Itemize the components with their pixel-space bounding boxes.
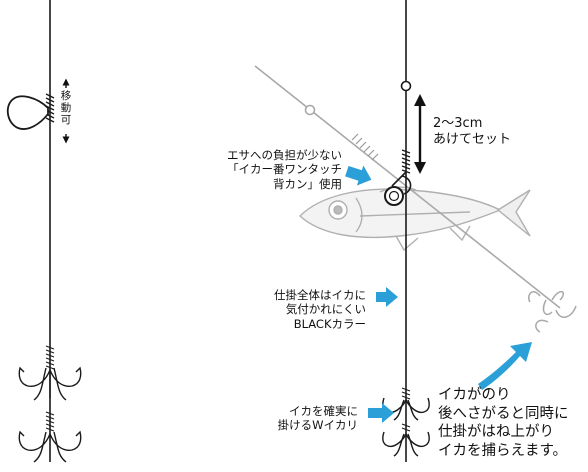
bait-line: エサへの負担が少ない bbox=[227, 148, 342, 162]
arrow-bait bbox=[345, 165, 372, 186]
snap-swivel-icon bbox=[6, 95, 49, 130]
pointer-arrows bbox=[345, 165, 532, 423]
arrow-hook bbox=[368, 403, 394, 423]
movable-label: 移 動 可 bbox=[60, 90, 72, 126]
right-rig bbox=[254, 0, 577, 462]
raised-line bbox=[254, 65, 561, 309]
hook-line: イカを確実に bbox=[289, 404, 358, 418]
treble-hook-icon bbox=[18, 366, 82, 401]
arrow-action bbox=[478, 342, 532, 390]
color-label: 仕掛全体はイカに 気付かれにくい BLACKカラー bbox=[274, 288, 366, 331]
bait-fish-icon bbox=[298, 186, 531, 252]
movable-char: 移 bbox=[60, 90, 72, 102]
color-line: BLACKカラー bbox=[293, 316, 366, 331]
raised-treble-hook bbox=[528, 290, 577, 333]
action-line: 仕掛がはね上がり bbox=[438, 424, 554, 441]
spacing-line: あけてセット bbox=[433, 132, 512, 148]
arrow-color bbox=[376, 287, 398, 307]
treble-hook-icon bbox=[18, 430, 82, 463]
color-line: 仕掛全体はイカに bbox=[274, 288, 366, 302]
action-label: イカがのり 後へさがると同時に 仕掛がはね上がり イカを捕らえます。 bbox=[438, 386, 569, 460]
movable-char: 可 bbox=[60, 114, 72, 127]
color-line: 気付かれにくい bbox=[285, 302, 366, 317]
spacing-label: 2〜3cm あけてセット bbox=[433, 116, 511, 149]
action-line: イカがのり bbox=[438, 387, 511, 403]
hook-label: イカを確実に 掛けるWイカリ bbox=[278, 404, 358, 433]
movable-char: 動 bbox=[60, 102, 72, 115]
left-rig bbox=[6, 0, 82, 463]
bait-line: 「イカー番ワンタッチ bbox=[227, 162, 342, 177]
back-hook-ring bbox=[384, 186, 404, 206]
hook-line: 掛けるWイカリ bbox=[277, 418, 358, 433]
action-line: 後へさがると同時に bbox=[438, 405, 569, 422]
treble-hook-icon bbox=[382, 431, 430, 457]
spacing-line: 2〜3cm bbox=[433, 116, 483, 131]
bait-line: 背カン」使用 bbox=[273, 176, 342, 191]
action-line: イカを捕らえます。 bbox=[438, 442, 568, 459]
bait-label: エサへの負担が少ない 「イカー番ワンタッチ 背カン」使用 bbox=[227, 148, 342, 191]
